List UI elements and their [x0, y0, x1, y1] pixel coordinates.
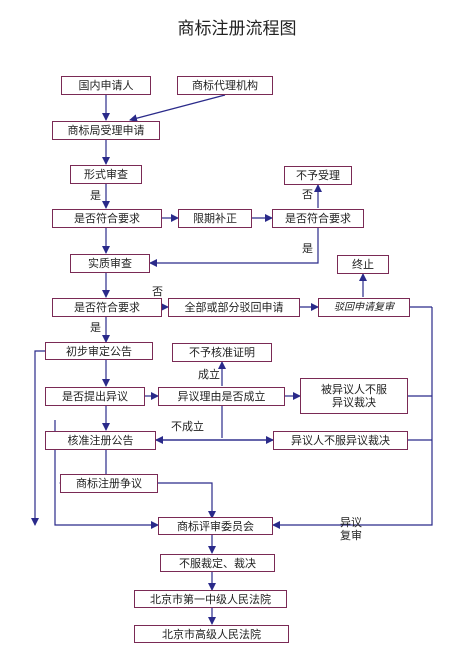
node-court2: 北京市高级人民法院	[134, 625, 289, 643]
node-opponent: 异议人不服异议裁决	[273, 431, 408, 450]
node-terminate: 终止	[337, 255, 389, 274]
node-disagree: 不服裁定、裁决	[160, 554, 275, 572]
edge-left-board	[54, 420, 159, 529]
node-agency: 商标代理机构	[177, 76, 273, 95]
label-valid: 成立	[198, 368, 220, 381]
node-substantive: 实质审查	[70, 254, 150, 273]
node-fix: 限期补正	[178, 209, 252, 228]
edge-right-board	[272, 307, 433, 529]
node-no-approve: 不予核准证明	[172, 343, 272, 362]
node-partial-reject: 全部或部分驳回申请	[168, 298, 300, 317]
node-review-reject: 驳回申请复审	[318, 298, 410, 317]
label-no-3: 否	[152, 285, 163, 298]
node-objection: 是否提出异议	[45, 387, 145, 406]
page-title: 商标注册流程图	[177, 19, 297, 39]
node-dispute: 商标注册争议	[60, 474, 158, 493]
edge-prelim-board	[31, 350, 45, 526]
node-approve: 核准注册公告	[45, 431, 156, 450]
edge-dispute-board	[158, 482, 216, 519]
node-appellee: 被异议人不服 异议裁决	[300, 378, 408, 414]
label-yes-1: 是	[90, 189, 101, 202]
node-accept: 商标局受理申请	[52, 121, 160, 140]
node-court1: 北京市第一中级人民法院	[134, 590, 287, 608]
label-yes-2: 是	[302, 242, 313, 255]
node-reject-accept: 不予受理	[284, 166, 352, 185]
edge-req2-substantive	[149, 228, 319, 267]
edge-agency-accept	[129, 94, 226, 123]
label-yes-3: 是	[90, 321, 101, 334]
node-req2: 是否符合要求	[272, 209, 364, 228]
node-objection-valid: 异议理由是否成立	[158, 387, 285, 406]
node-board: 商标评审委员会	[158, 517, 273, 535]
node-req1: 是否符合要求	[52, 209, 162, 228]
label-objection-review: 异议 复审	[340, 516, 362, 542]
node-prelim: 初步审定公告	[45, 342, 153, 360]
node-req3: 是否符合要求	[52, 298, 162, 317]
label-invalid: 不成立	[171, 420, 204, 433]
label-no-1: 否	[302, 188, 313, 201]
node-domestic: 国内申请人	[61, 76, 151, 95]
node-formal: 形式审查	[70, 165, 142, 184]
